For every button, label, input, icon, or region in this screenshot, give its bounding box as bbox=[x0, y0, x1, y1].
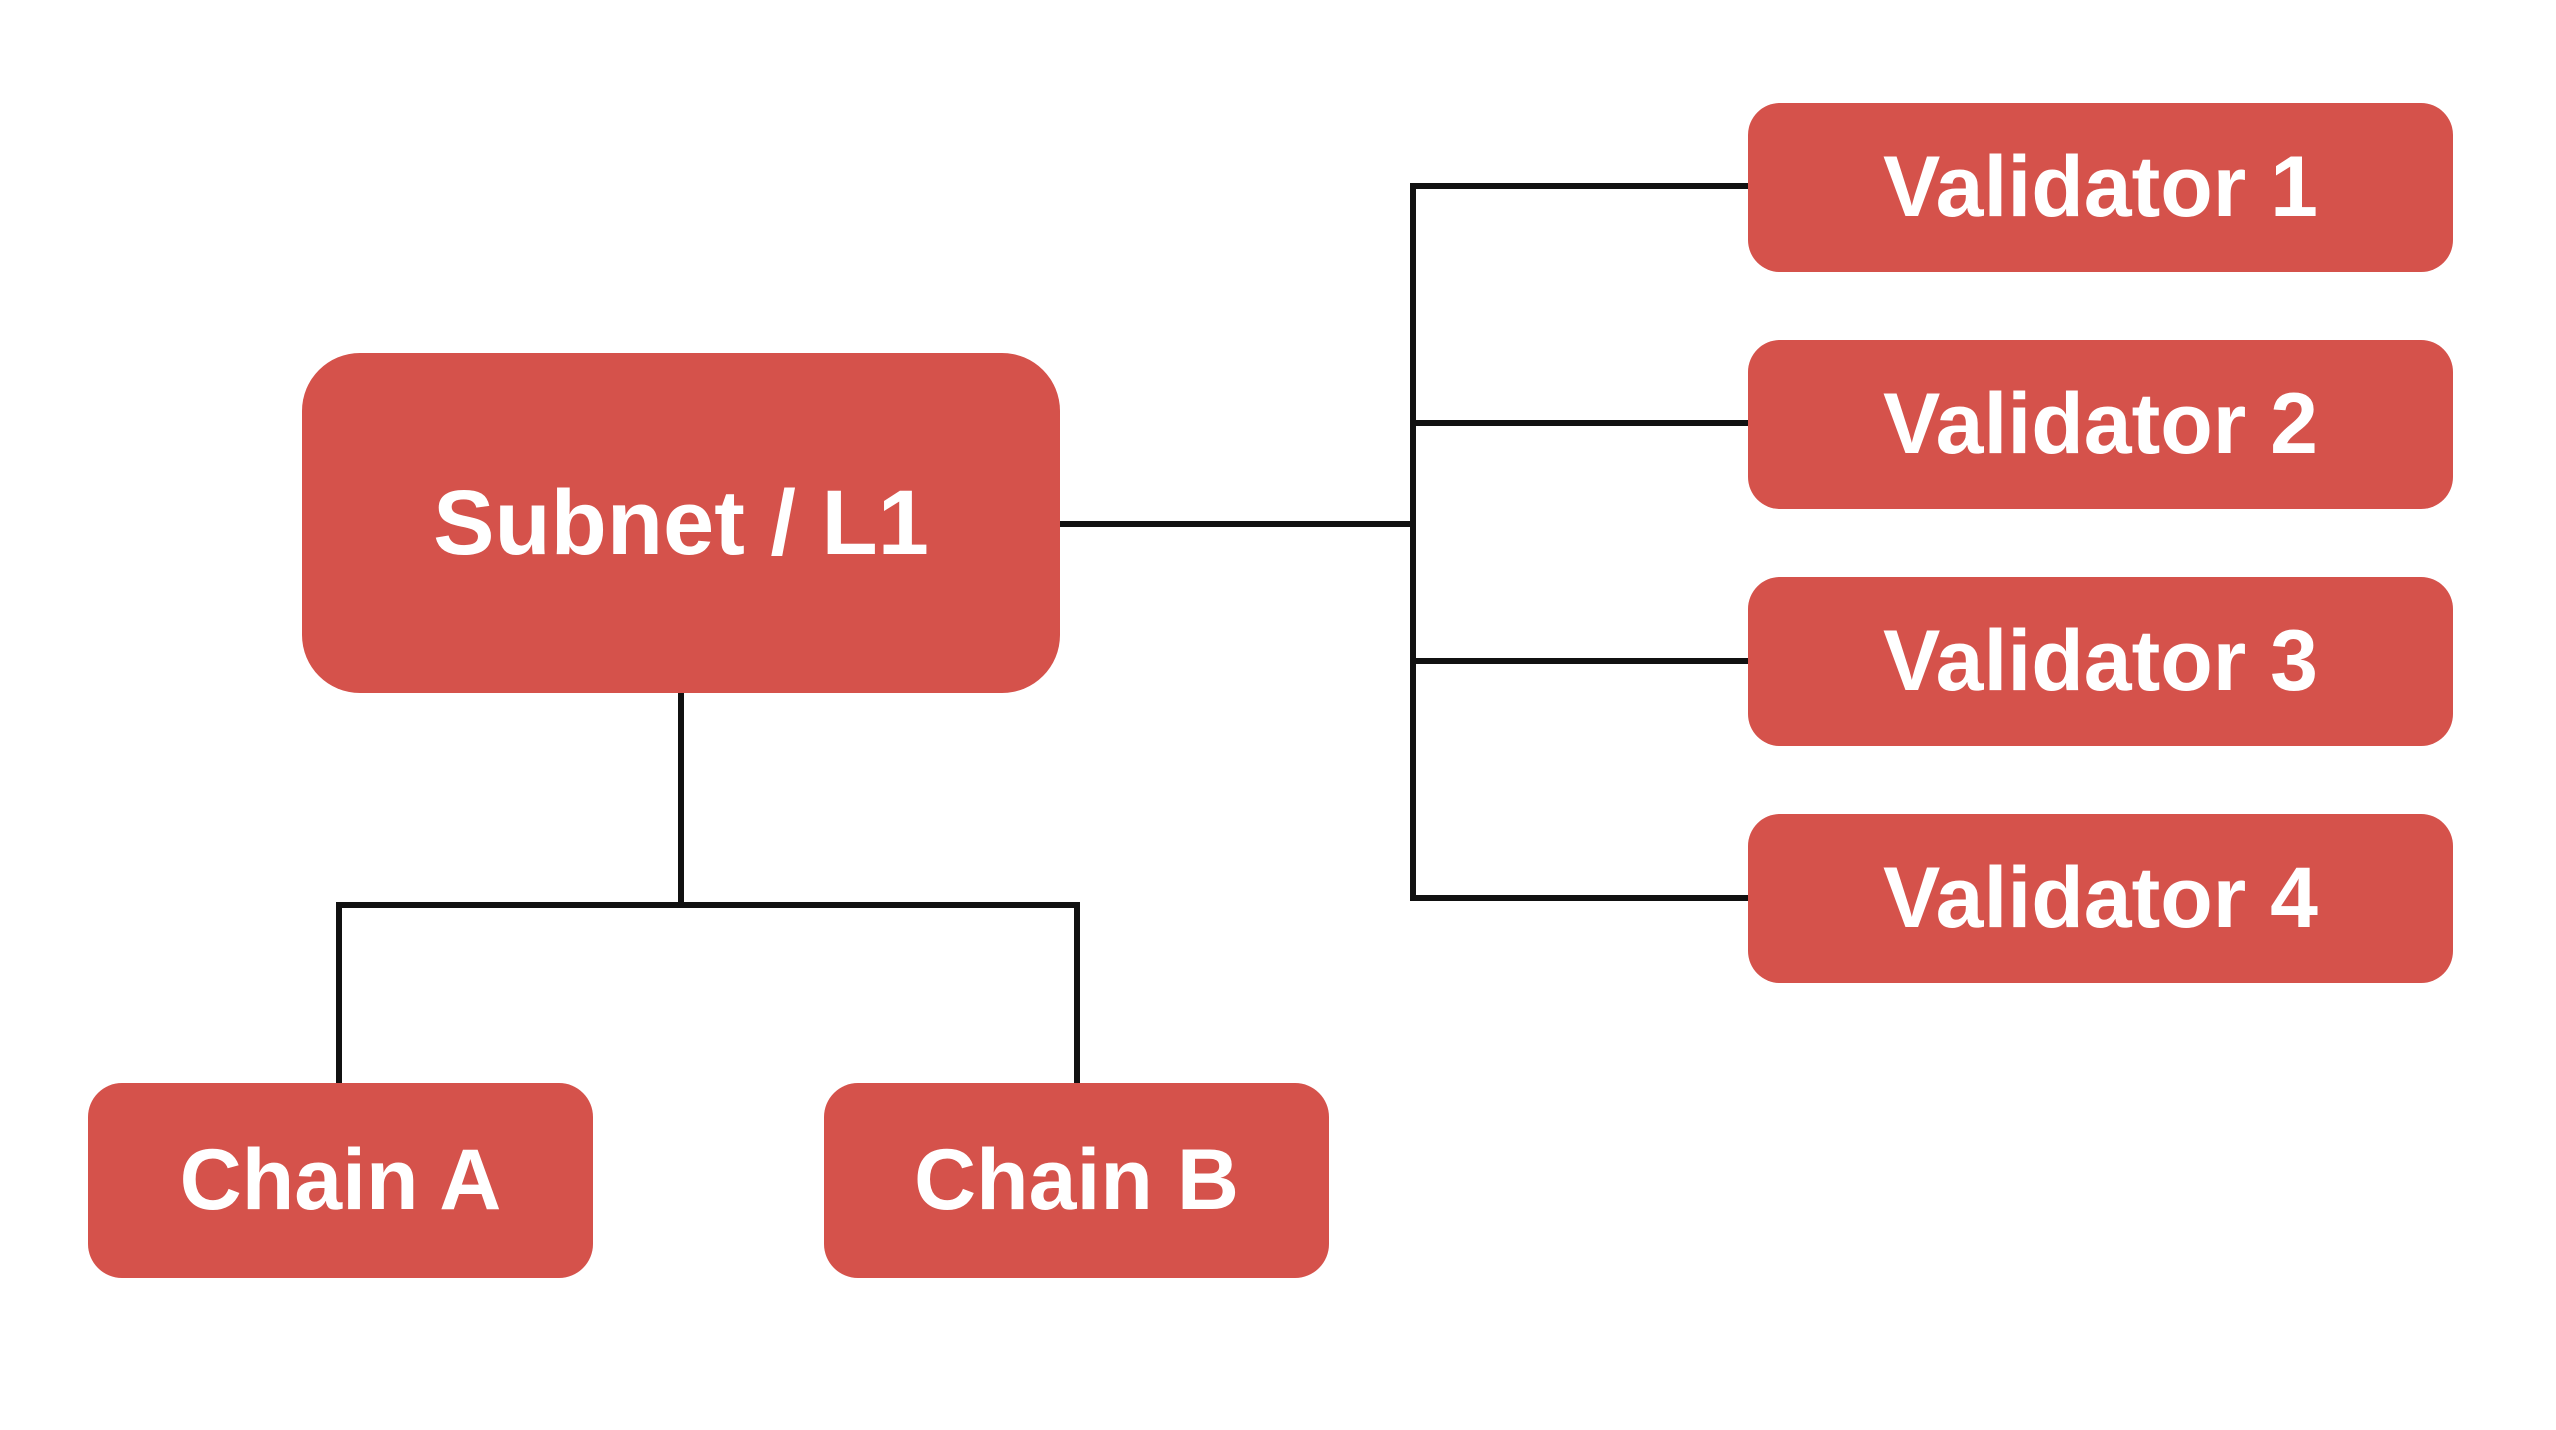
connector-branch-validator-3 bbox=[1416, 658, 1748, 664]
chain-a-node: Chain A bbox=[88, 1083, 593, 1278]
validator-1-label: Validator 1 bbox=[1883, 139, 2318, 235]
chain-b-node: Chain B bbox=[824, 1083, 1329, 1278]
connector-branch-validator-1 bbox=[1416, 183, 1748, 189]
connector-subnet-to-trunk bbox=[1060, 521, 1416, 527]
subnet-l1-label: Subnet / L1 bbox=[433, 471, 929, 574]
validator-2-label: Validator 2 bbox=[1883, 376, 2318, 472]
connector-chain-rail bbox=[336, 902, 1080, 908]
connector-subnet-to-chain-rail bbox=[678, 693, 684, 908]
validator-4-node: Validator 4 bbox=[1748, 814, 2453, 983]
connector-drop-chain-a bbox=[336, 902, 342, 1083]
connector-branch-validator-2 bbox=[1416, 420, 1748, 426]
validator-3-label: Validator 3 bbox=[1883, 613, 2318, 709]
validator-3-node: Validator 3 bbox=[1748, 577, 2453, 746]
validator-1-node: Validator 1 bbox=[1748, 103, 2453, 272]
connector-branch-validator-4 bbox=[1416, 895, 1748, 901]
validator-4-label: Validator 4 bbox=[1883, 850, 2318, 946]
chain-b-label: Chain B bbox=[914, 1132, 1239, 1228]
connector-drop-chain-b bbox=[1074, 902, 1080, 1083]
connector-validator-trunk bbox=[1410, 183, 1416, 901]
chain-a-label: Chain A bbox=[179, 1132, 502, 1228]
validator-2-node: Validator 2 bbox=[1748, 340, 2453, 509]
subnet-l1-node: Subnet / L1 bbox=[302, 353, 1060, 693]
